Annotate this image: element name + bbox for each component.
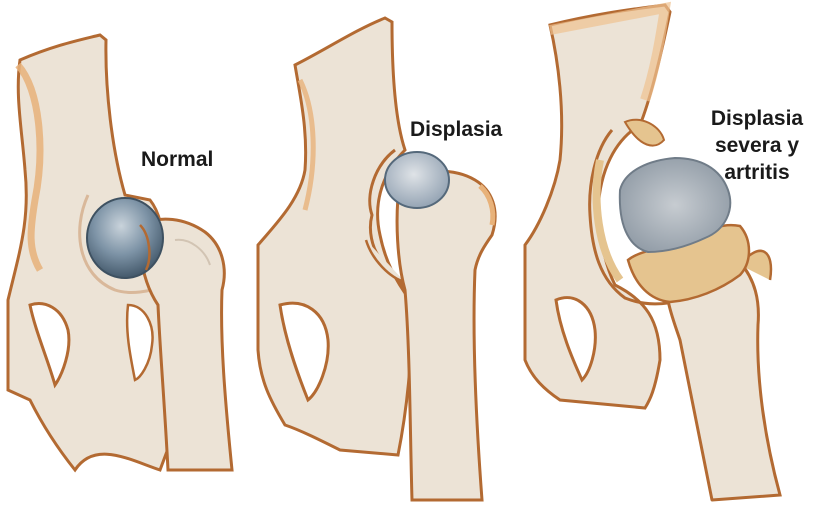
femoral-head-dysplasia <box>385 152 449 208</box>
label-dysplasia: Displasia <box>410 116 502 143</box>
panel-normal <box>8 35 232 470</box>
femoral-head-normal <box>87 198 163 278</box>
label-severe-dysplasia: Displasia severa y artritis <box>702 105 812 186</box>
label-severe-line-1: Displasia <box>702 105 812 132</box>
femur-dysplasia <box>397 171 495 500</box>
label-severe-line-2: severa y <box>702 132 812 159</box>
panel-severe <box>525 5 780 500</box>
label-severe-line-3: artritis <box>702 159 812 186</box>
label-normal: Normal <box>141 146 213 173</box>
pelvis-dysplasia <box>258 18 411 455</box>
panel-dysplasia <box>258 18 495 500</box>
